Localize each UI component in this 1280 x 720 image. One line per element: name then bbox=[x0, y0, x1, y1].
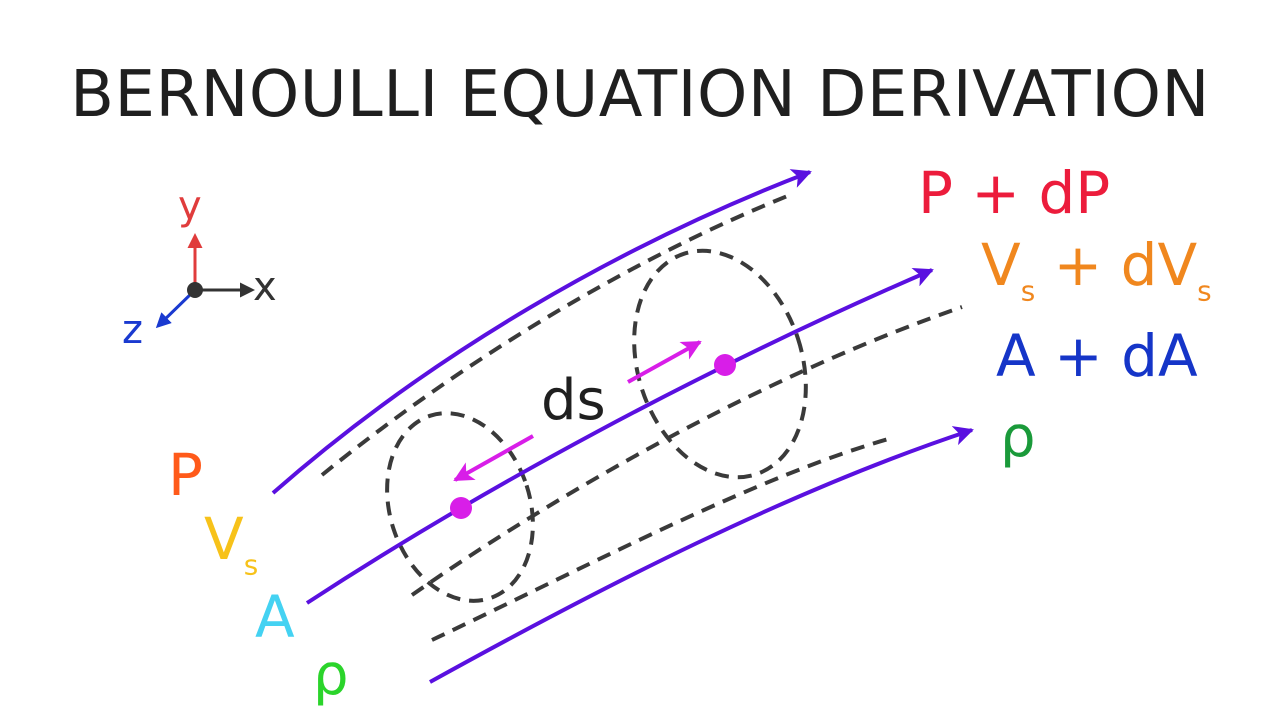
ds-arrow-forward bbox=[627, 340, 702, 384]
element-point-inlet bbox=[450, 497, 472, 519]
streamlines bbox=[271, 169, 974, 684]
outlet-velocity-differential: + dV bbox=[1035, 231, 1198, 299]
coordinate-axes bbox=[155, 233, 255, 329]
outlet-velocity-label: Vs + dVs bbox=[981, 236, 1212, 305]
tube-dashed-upper bbox=[320, 193, 791, 477]
streamline-lower bbox=[429, 426, 974, 684]
outlet-velocity-symbol: V bbox=[981, 231, 1021, 299]
inlet-pressure-label: P bbox=[168, 441, 203, 509]
y-axis-label: y bbox=[178, 183, 202, 229]
cross-section-inlet bbox=[385, 411, 535, 603]
x-axis-label: x bbox=[253, 264, 277, 310]
outlet-pressure-label: P + dP bbox=[918, 159, 1111, 227]
streamline-upper bbox=[271, 169, 812, 495]
inlet-velocity-subscript: s bbox=[243, 548, 259, 582]
tube-dashed-center bbox=[410, 305, 963, 597]
tube-dashed-lower bbox=[431, 436, 893, 642]
outlet-velocity-subscript-1: s bbox=[1020, 274, 1036, 308]
outlet-density-label: ρ bbox=[1000, 405, 1036, 470]
outlet-velocity-subscript-2: s bbox=[1197, 274, 1212, 308]
inlet-velocity-label: Vs bbox=[204, 510, 258, 579]
fluid-element bbox=[450, 340, 736, 519]
inlet-area-label: A bbox=[255, 583, 295, 651]
ds-arrow-backward bbox=[453, 434, 534, 482]
streamline-center bbox=[305, 267, 934, 605]
inlet-density-label: ρ bbox=[313, 643, 349, 708]
page-title: BERNOULLI EQUATION DERIVATION bbox=[70, 58, 1210, 132]
element-point-outlet bbox=[714, 354, 736, 376]
z-axis-arrow bbox=[155, 288, 197, 329]
cross-section-outlet bbox=[632, 248, 808, 480]
flow-tube bbox=[320, 193, 963, 642]
z-axis-label: z bbox=[122, 307, 143, 353]
ds-label: ds bbox=[541, 368, 606, 433]
outlet-area-label: A + dA bbox=[996, 322, 1198, 390]
inlet-velocity-symbol: V bbox=[204, 505, 244, 573]
axes-origin bbox=[187, 282, 203, 298]
